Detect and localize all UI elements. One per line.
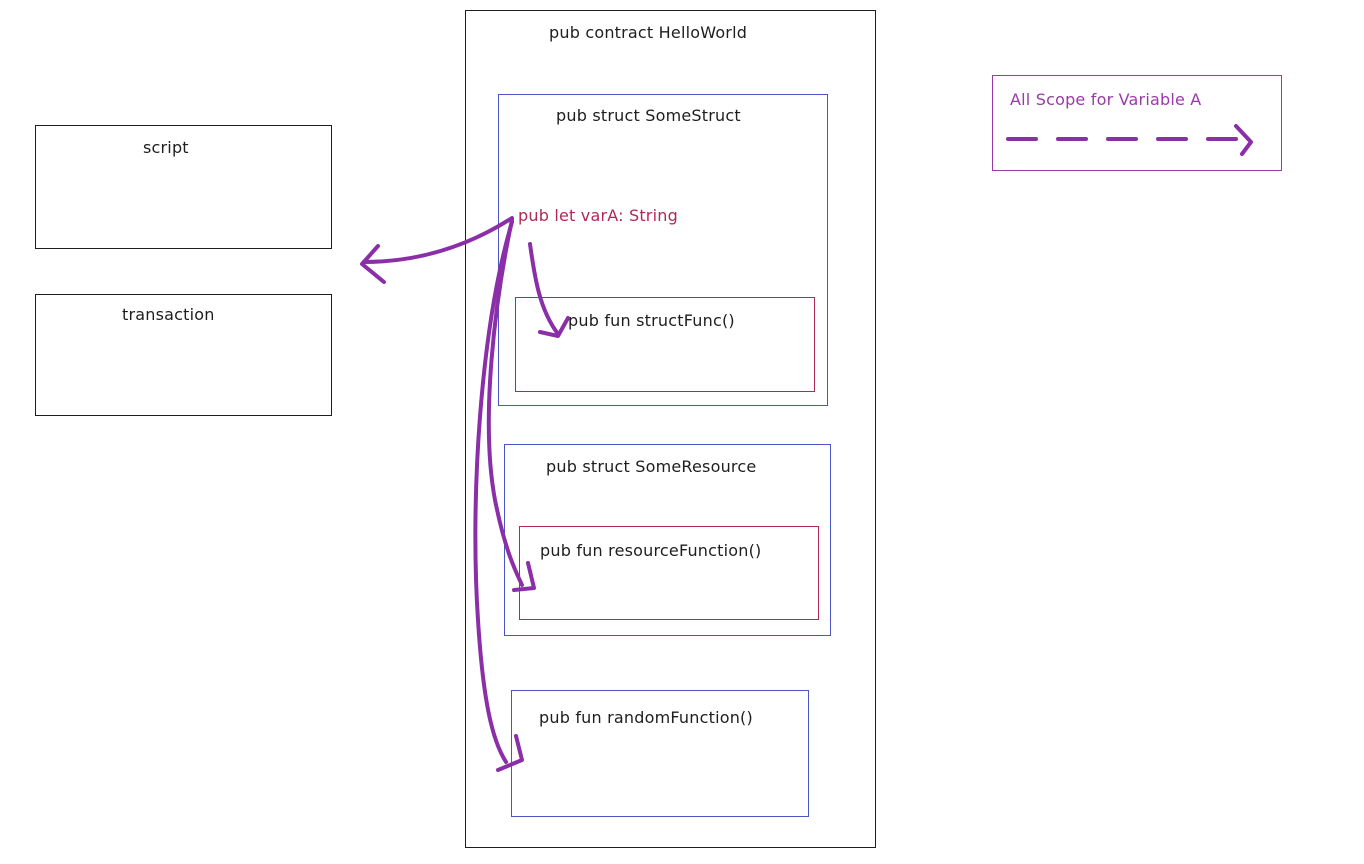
var-a-label: pub let varA: String <box>518 206 678 225</box>
some-resource-label: pub struct SomeResource <box>546 457 757 476</box>
some-struct-label: pub struct SomeStruct <box>556 106 741 125</box>
arrowhead-outside <box>360 244 386 284</box>
legend-box <box>992 75 1282 171</box>
contract-box <box>465 10 876 848</box>
contract-label: pub contract HelloWorld <box>549 23 748 42</box>
struct-func-label: pub fun structFunc() <box>568 311 735 330</box>
script-box <box>35 125 332 249</box>
legend-label: All Scope for Variable A <box>1010 90 1202 109</box>
random-function-label: pub fun randomFunction() <box>539 708 753 727</box>
resource-function-label: pub fun resourceFunction() <box>540 541 762 560</box>
transaction-label: transaction <box>122 305 215 324</box>
script-label: script <box>143 138 189 157</box>
transaction-box <box>35 294 332 416</box>
